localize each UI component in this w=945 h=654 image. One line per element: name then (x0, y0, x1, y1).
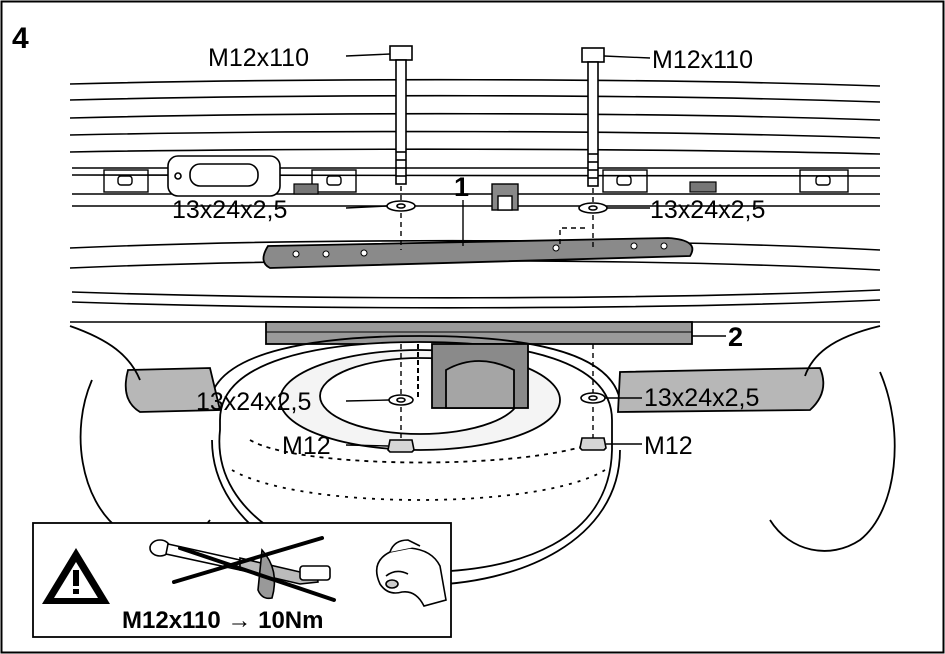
mounting-plate-upper (262, 237, 694, 269)
torque-spec-text: M12x110 → 10Nm (122, 607, 323, 634)
label-part-1: 1 (454, 172, 469, 202)
plate-holes (292, 242, 668, 258)
nuts (387, 437, 607, 453)
leader-lines (345, 53, 726, 447)
clip-left (293, 183, 319, 195)
label-part-2: 2 (728, 322, 743, 352)
clip-center (491, 183, 519, 211)
no-torque-wrench-cross (172, 536, 336, 602)
label-nut-right: M12 (644, 432, 693, 460)
bolt-axis-lines (400, 186, 594, 438)
label-washer-upper-right: 13x24x2,5 (650, 196, 765, 224)
step-number: 4 (12, 22, 29, 55)
bolt-right (581, 47, 605, 187)
jack-box (431, 343, 529, 409)
label-bolt-left: M12x110 (208, 44, 309, 72)
label-washer-lower-right: 13x24x2,5 (644, 384, 759, 412)
rail-slots (103, 169, 849, 193)
clip-right (689, 181, 717, 193)
label-bolt-right: M12x110 (652, 46, 753, 74)
bolt-left (389, 45, 413, 185)
vehicle-floor-panel (69, 78, 881, 323)
tow-eye-cover (167, 155, 281, 197)
washers (386, 200, 608, 406)
hand-tighten-icon (375, 539, 447, 607)
rear-crossmember (124, 367, 825, 413)
warning-triangle-icon (42, 548, 110, 604)
label-nut-left: M12 (282, 432, 331, 460)
label-washer-upper-left: 13x24x2,5 (172, 196, 287, 224)
label-washer-lower-left: 13x24x2,5 (196, 388, 311, 416)
